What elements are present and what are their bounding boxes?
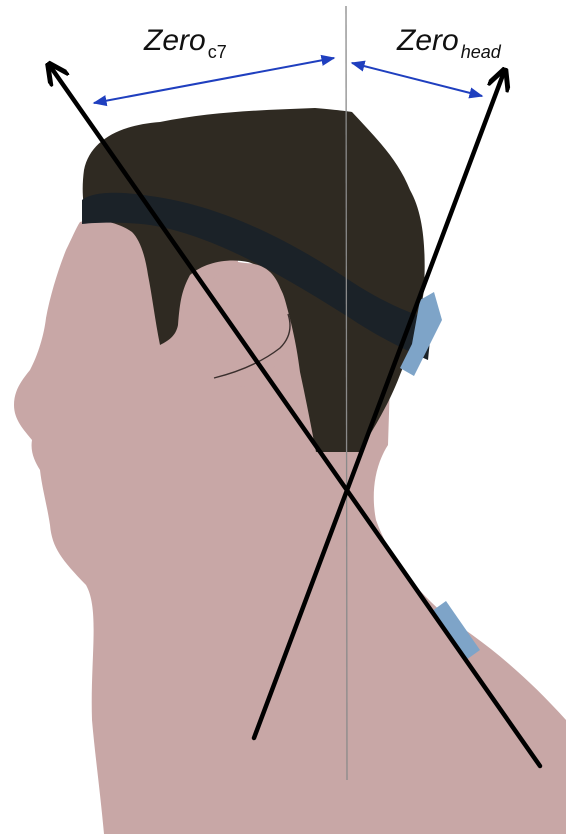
zero-c7-range-arrow <box>94 58 334 103</box>
zero-c7-label-sub: c7 <box>208 42 227 62</box>
zero-head-label-sub: head <box>461 42 501 62</box>
zero-c7-label-main: Zero <box>144 24 206 57</box>
zero-head-label-main: Zero <box>397 24 459 57</box>
zero-head-range-arrow <box>352 63 482 96</box>
